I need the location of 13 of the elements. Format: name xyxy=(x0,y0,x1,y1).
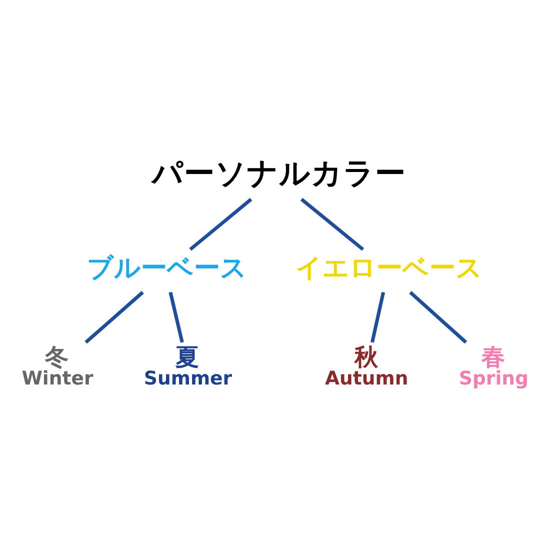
connector xyxy=(168,292,184,343)
node-text: 秋 Autumn xyxy=(324,342,408,390)
node-text: 夏 Summer xyxy=(144,342,232,390)
connector xyxy=(189,198,252,251)
node-text: イエローベース xyxy=(296,253,483,284)
connector xyxy=(84,290,144,344)
node-text: ブルーベース xyxy=(86,253,247,284)
connector xyxy=(370,292,386,343)
node-text: パーソナルカラー xyxy=(152,156,406,192)
node-text: 春 Spring xyxy=(458,342,528,390)
connector xyxy=(300,198,364,251)
node-text: 冬 Winter xyxy=(22,342,94,390)
connector xyxy=(409,290,468,344)
